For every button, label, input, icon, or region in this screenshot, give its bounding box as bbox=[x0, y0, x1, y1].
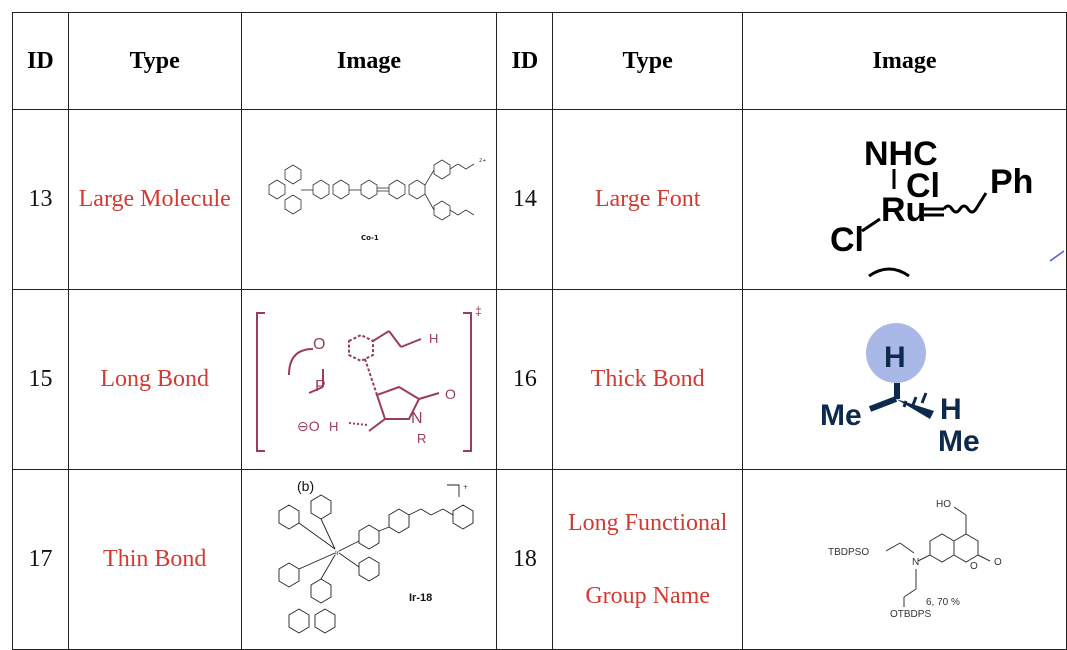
atom-me-right: Me bbox=[938, 425, 980, 458]
svg-text:+: + bbox=[463, 484, 468, 491]
large-font-structure: NHC Cl Ru Ph Cl bbox=[830, 135, 1065, 277]
atom-h-right: H bbox=[940, 393, 962, 426]
molecule-image-co1: 2+ Co-1 bbox=[240, 109, 498, 290]
table-row: 15 Long Bond bbox=[12, 289, 1067, 470]
atom-p: P bbox=[315, 378, 326, 395]
row-type-line-1: Long Functional bbox=[568, 510, 728, 537]
highlight-circle bbox=[866, 322, 927, 383]
header-image: Image bbox=[240, 12, 498, 110]
atom-r: R bbox=[417, 431, 426, 446]
header-image-2: Image bbox=[741, 12, 1067, 110]
atom-o: O bbox=[313, 336, 325, 353]
atom-n: N bbox=[411, 410, 423, 427]
header-type: Type bbox=[67, 12, 242, 110]
molecule-image-thick-bond: H Me H Me bbox=[741, 289, 1067, 470]
atom-tbdpso: TBDPSO bbox=[828, 547, 869, 558]
panel-tag: (b) bbox=[297, 478, 314, 494]
atom-o-ring: O bbox=[970, 561, 978, 572]
molecule-label: Co-1 bbox=[361, 234, 379, 242]
header-type-2: Type bbox=[552, 12, 743, 110]
atom-cl: Cl bbox=[906, 167, 940, 205]
svg-text:H: H bbox=[329, 419, 338, 434]
atom-o-carbonyl: O bbox=[994, 557, 1002, 568]
large-molecule-structure: 2+ Co-1 bbox=[268, 158, 486, 242]
molecule-label: Ir-18 bbox=[409, 592, 432, 604]
row-id: 17 bbox=[12, 469, 69, 650]
long-bond-structure: P O O N R H H ⊖O ‡ bbox=[256, 304, 482, 452]
molecule-image-ir18: (b) bbox=[240, 469, 498, 650]
row-type-long-functional: Long Functional Group Name bbox=[552, 469, 743, 650]
svg-text:‡: ‡ bbox=[475, 304, 482, 318]
row-type: Thin Bond bbox=[67, 469, 242, 650]
table-row: 17 Thin Bond (b) bbox=[12, 469, 1067, 650]
thick-bond-structure: H Me H Me bbox=[820, 322, 980, 458]
atom-me-left: Me bbox=[820, 399, 862, 432]
header-id-2: ID bbox=[496, 12, 554, 110]
atom-ru: Ru bbox=[881, 191, 926, 229]
row-id: 15 bbox=[12, 289, 69, 470]
atom-otbdps: OTBDPS bbox=[890, 609, 931, 620]
atom-ho: HO bbox=[936, 499, 951, 510]
atom-cl-2: Cl bbox=[830, 221, 864, 259]
atom-n: N bbox=[912, 557, 919, 568]
row-type: Long Bond bbox=[67, 289, 242, 470]
thin-bond-structure: (b) bbox=[278, 478, 474, 634]
row-id: 18 bbox=[496, 469, 554, 650]
yield-label: 6, 70 % bbox=[926, 597, 960, 608]
row-type: Large Molecule bbox=[67, 109, 242, 290]
molecule-image-long-bond: P O O N R H H ⊖O ‡ bbox=[240, 289, 498, 470]
svg-text:2+: 2+ bbox=[479, 158, 486, 164]
svg-text:Ir: Ir bbox=[335, 550, 340, 557]
atom-h-top: H bbox=[884, 341, 906, 374]
header-row: ID Type Image ID Type Image bbox=[12, 12, 1067, 110]
comparison-table: ID Type Image ID Type Image 13 Large Mol… bbox=[12, 12, 1067, 650]
molecule-image-coumarin: HO TBDPSO N O O OTBDPS 6, 70 % bbox=[741, 469, 1067, 650]
row-id: 14 bbox=[496, 109, 554, 290]
header-id: ID bbox=[12, 12, 69, 110]
atom-ph: Ph bbox=[990, 163, 1033, 201]
table-row: 13 Large Molecule bbox=[12, 109, 1067, 290]
row-id: 16 bbox=[496, 289, 554, 470]
svg-text:O: O bbox=[445, 386, 456, 402]
atom-nhc: NHC bbox=[864, 135, 938, 173]
molecule-image-ru: NHC Cl Ru Ph Cl bbox=[741, 109, 1067, 290]
long-functional-group-structure: HO TBDPSO N O O OTBDPS 6, 70 % bbox=[828, 499, 1002, 620]
atom-h: H bbox=[429, 331, 438, 346]
row-type: Thick Bond bbox=[552, 289, 743, 470]
row-type: Large Font bbox=[552, 109, 743, 290]
row-id: 13 bbox=[12, 109, 69, 290]
row-type-line-2: Group Name bbox=[585, 582, 710, 609]
svg-text:⊖O: ⊖O bbox=[297, 418, 320, 434]
